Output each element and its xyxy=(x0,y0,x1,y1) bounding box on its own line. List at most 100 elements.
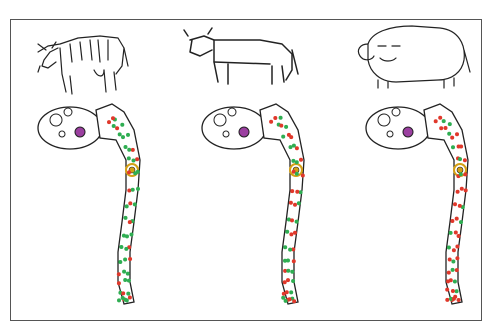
green-microbe-dot xyxy=(126,292,130,296)
red-microbe-dot xyxy=(463,172,467,176)
green-microbe-dot xyxy=(455,289,459,293)
red-microbe-dot xyxy=(454,231,458,235)
red-microbe-dot xyxy=(455,245,459,249)
red-microbe-dot xyxy=(128,201,132,205)
red-microbe-dot xyxy=(117,272,121,276)
green-microbe-dot xyxy=(451,145,455,149)
green-microbe-dot xyxy=(286,259,290,263)
green-microbe-dot xyxy=(132,159,136,163)
green-microbe-dot xyxy=(459,220,463,224)
red-microbe-dot xyxy=(295,190,299,194)
red-microbe-dot xyxy=(445,298,449,302)
red-microbe-dot xyxy=(269,120,273,124)
green-microbe-dot xyxy=(442,119,446,123)
red-microbe-dot xyxy=(289,201,293,205)
red-microbe-dot xyxy=(128,220,132,224)
thin-cow-icon xyxy=(38,36,128,94)
red-microbe-dot xyxy=(107,120,111,124)
gut-organ-normal xyxy=(202,104,305,304)
red-microbe-dot xyxy=(452,248,456,252)
green-microbe-dot xyxy=(131,188,135,192)
green-microbe-dot xyxy=(112,124,116,128)
green-microbe-dot xyxy=(118,260,122,264)
red-microbe-dot xyxy=(293,231,297,235)
green-microbe-dot xyxy=(130,233,134,237)
red-microbe-dot xyxy=(455,268,459,272)
mouth-spot xyxy=(403,127,413,137)
red-microbe-dot xyxy=(111,116,115,120)
green-microbe-dot xyxy=(119,245,123,249)
green-microbe-dot xyxy=(122,270,126,274)
green-microbe-dot xyxy=(289,290,293,294)
panel-thin-cow xyxy=(38,36,140,304)
red-microbe-dot xyxy=(434,119,438,123)
green-microbe-dot xyxy=(447,132,451,136)
green-microbe-dot xyxy=(451,260,455,264)
green-microbe-dot xyxy=(136,187,140,191)
red-microbe-dot xyxy=(286,278,290,282)
green-microbe-dot xyxy=(123,258,127,262)
green-microbe-dot xyxy=(125,234,129,238)
red-microbe-dot xyxy=(450,136,454,140)
red-microbe-dot xyxy=(290,218,294,222)
green-microbe-dot xyxy=(123,298,127,302)
green-microbe-dot xyxy=(127,148,131,152)
red-microbe-dot xyxy=(457,298,461,302)
red-microbe-dot xyxy=(135,157,139,161)
green-microbe-dot xyxy=(289,145,293,149)
red-microbe-dot xyxy=(439,126,443,130)
red-microbe-dot xyxy=(463,158,467,162)
green-microbe-dot xyxy=(459,172,463,176)
green-microbe-dot xyxy=(123,278,127,282)
red-microbe-dot xyxy=(292,259,296,263)
red-microbe-dot xyxy=(299,158,303,162)
red-microbe-dot xyxy=(279,124,283,128)
green-microbe-dot xyxy=(133,202,137,206)
figure-frame xyxy=(11,20,482,321)
red-microbe-dot xyxy=(458,204,462,208)
red-microbe-dot xyxy=(287,133,291,137)
panel-normal-cow xyxy=(184,28,305,304)
red-microbe-dot xyxy=(448,258,452,262)
red-microbe-dot xyxy=(128,296,132,300)
fat-cow-icon xyxy=(358,26,470,88)
red-microbe-dot xyxy=(283,280,287,284)
red-microbe-dot xyxy=(457,145,461,149)
green-microbe-dot xyxy=(291,279,295,283)
red-microbe-dot xyxy=(289,232,293,236)
red-microbe-dot xyxy=(290,189,294,193)
green-microbe-dot xyxy=(295,220,299,224)
green-microbe-dot xyxy=(125,204,129,208)
red-microbe-dot xyxy=(285,290,289,294)
gut-head xyxy=(38,107,102,149)
green-microbe-dot xyxy=(448,122,452,126)
red-microbe-dot xyxy=(117,281,121,285)
red-microbe-dot xyxy=(464,188,468,192)
green-microbe-dot xyxy=(126,272,130,276)
green-microbe-dot xyxy=(453,280,457,284)
gut-head xyxy=(202,107,266,149)
red-microbe-dot xyxy=(452,297,456,301)
ring-inner xyxy=(457,167,463,173)
green-microbe-dot xyxy=(284,125,288,129)
green-microbe-dot xyxy=(284,299,288,303)
green-microbe-dot xyxy=(127,156,131,160)
green-microbe-dot xyxy=(281,135,285,139)
red-microbe-dot xyxy=(273,116,277,120)
red-microbe-dot xyxy=(450,219,454,223)
green-microbe-dot xyxy=(124,247,128,251)
gut-organ-thin xyxy=(38,104,140,304)
green-microbe-dot xyxy=(121,135,125,139)
red-microbe-dot xyxy=(127,170,131,174)
red-microbe-dot xyxy=(121,291,125,295)
red-microbe-dot xyxy=(128,257,132,261)
red-microbe-dot xyxy=(301,174,305,178)
green-microbe-dot xyxy=(120,123,124,127)
red-microbe-dot xyxy=(455,256,459,260)
green-microbe-dot xyxy=(133,171,137,175)
green-microbe-dot xyxy=(449,231,453,235)
green-microbe-dot xyxy=(117,298,121,302)
green-microbe-dot xyxy=(283,245,287,249)
